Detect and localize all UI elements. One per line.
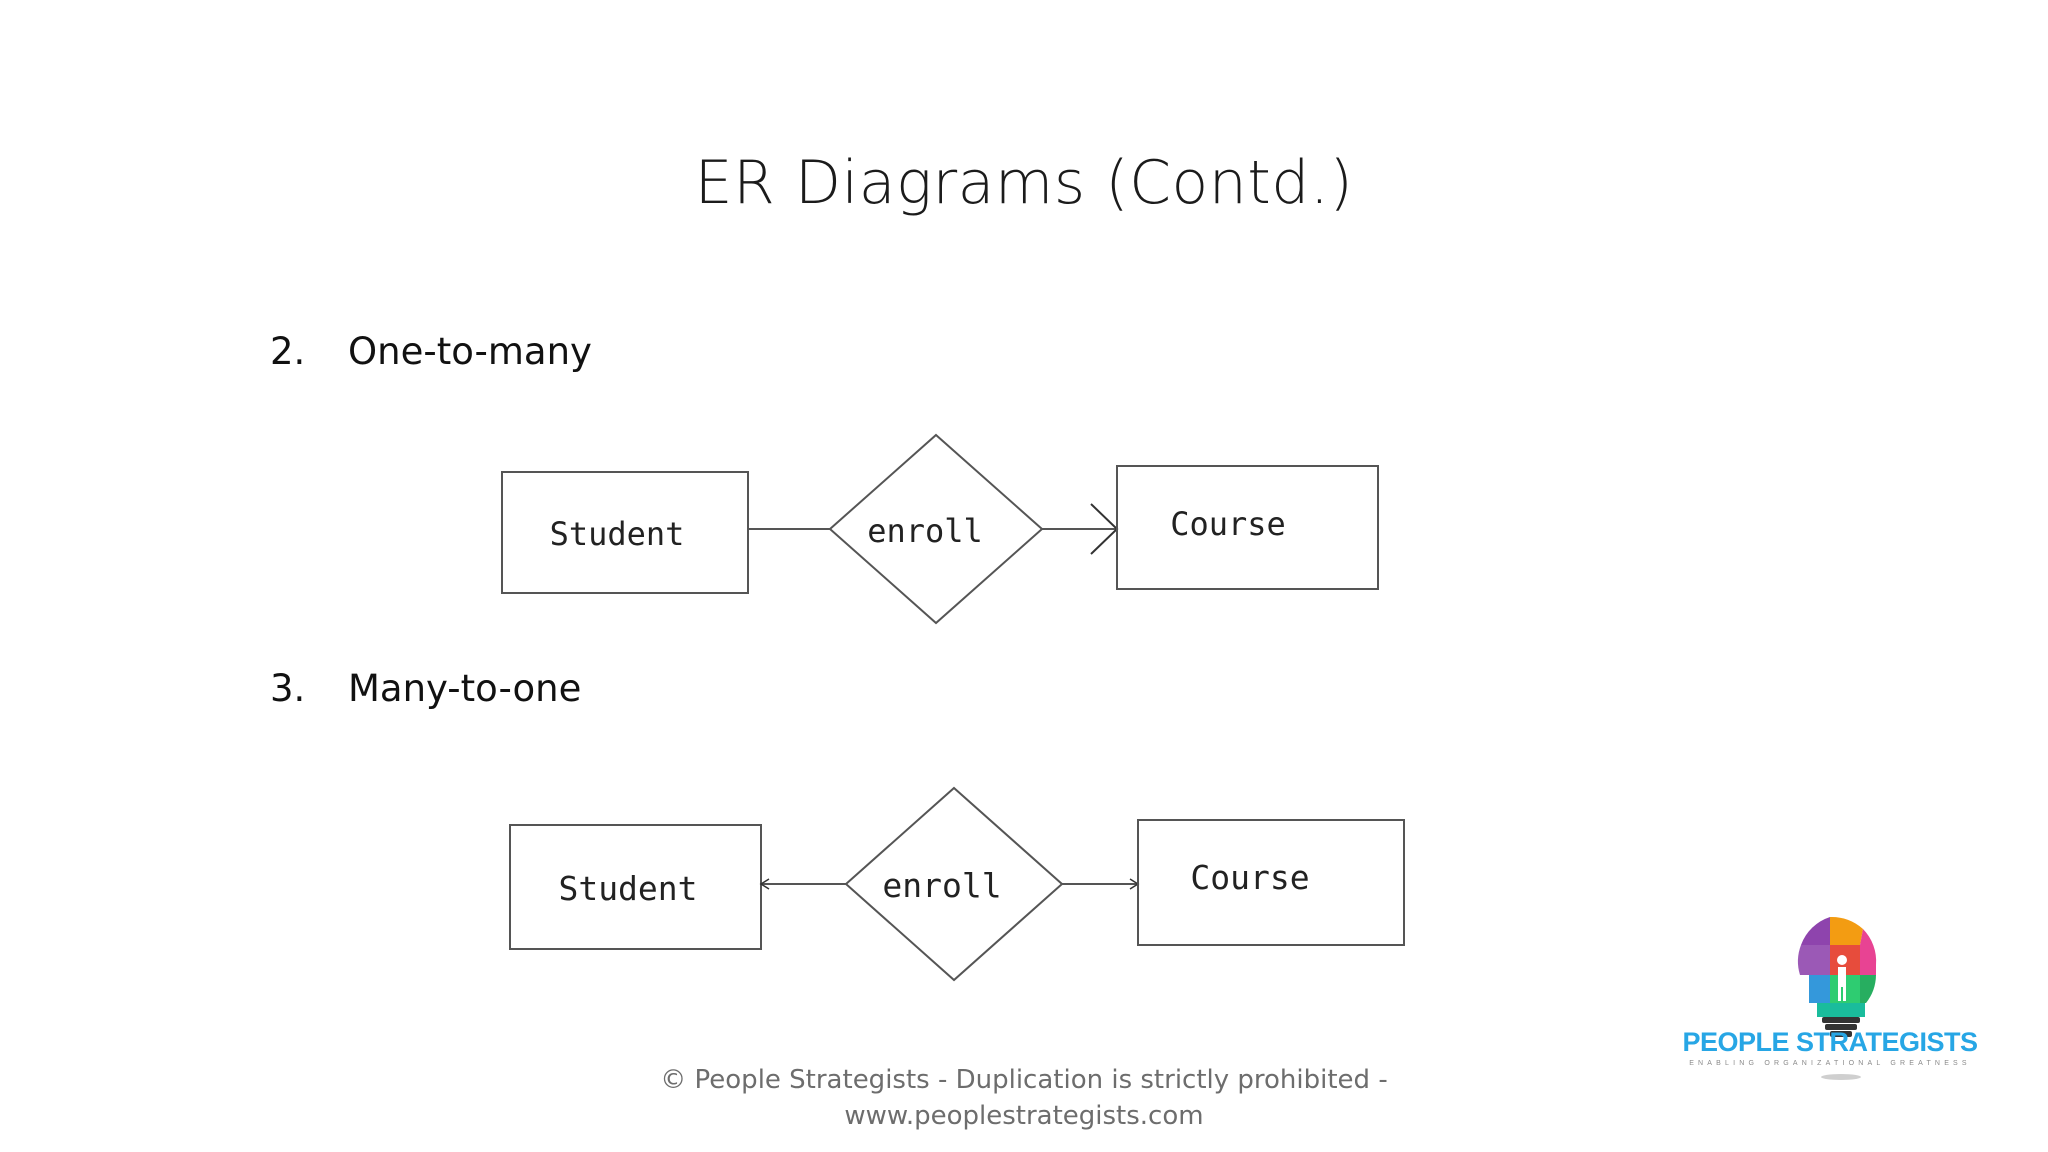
slide-title: ER Diagrams (Contd.) xyxy=(694,148,1354,218)
entity-label-student: Student xyxy=(550,515,685,553)
relationship-diamond xyxy=(828,433,1044,625)
lightbulb-puzzle-icon xyxy=(1797,916,1877,1080)
footer-copyright: © People Strategists - Duplication is st… xyxy=(660,1065,1388,1095)
relationship-diamond xyxy=(844,786,1064,982)
company-logo: PEOPLE STRATEGISTS ENABLING ORGANIZATION… xyxy=(1670,905,1990,1085)
entity-label-course: Course xyxy=(1170,505,1286,543)
list-label: One-to-many xyxy=(348,330,592,373)
list-number: 2. xyxy=(270,330,306,373)
entity-box-course xyxy=(1137,819,1405,946)
logo-name: PEOPLE STRATEGISTS xyxy=(1682,1027,1978,1057)
list-number: 3. xyxy=(270,667,306,710)
entity-box-student xyxy=(509,824,762,950)
entity-label-course: Course xyxy=(1190,858,1309,897)
logo-tagline: ENABLING ORGANIZATIONAL GREATNESS xyxy=(1689,1060,1971,1067)
list-item-one-to-many: 2. One-to-many xyxy=(270,330,592,373)
list-item-many-to-one: 3. Many-to-one xyxy=(270,667,581,710)
entity-label-student: Student xyxy=(558,869,697,908)
relationship-label: enroll xyxy=(867,512,983,550)
footer-url: www.peoplestrategists.com xyxy=(844,1101,1204,1131)
entity-box-student xyxy=(501,471,749,594)
relationship-label: enroll xyxy=(882,866,1001,905)
list-label: Many-to-one xyxy=(348,667,582,710)
entity-box-course xyxy=(1116,465,1379,590)
arrow-head xyxy=(759,878,770,890)
